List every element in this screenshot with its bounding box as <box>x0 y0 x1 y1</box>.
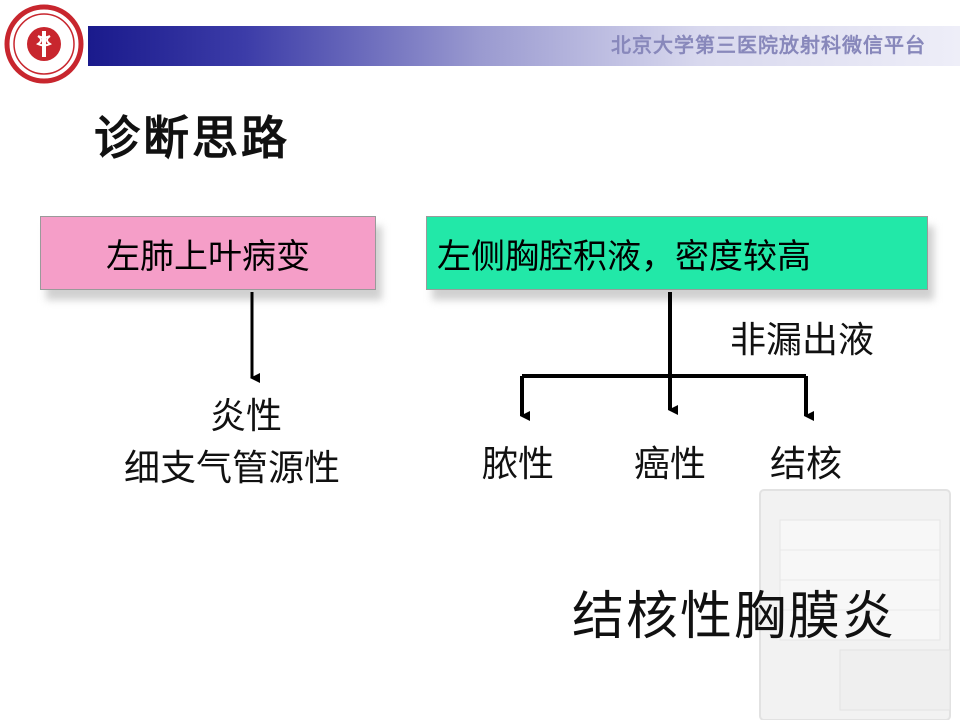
cancerous-label: 癌性 <box>634 444 707 485</box>
hospital-logo-icon <box>4 4 84 84</box>
page-title: 诊断思路 <box>94 111 290 165</box>
inflammatory-label: 炎性 <box>210 396 283 437</box>
purulent-label: 脓性 <box>482 444 555 485</box>
header-title: 北京大学第三医院放射科微信平台 <box>611 33 926 57</box>
tuberculosis-label: 结核 <box>770 444 843 485</box>
bronchogenic-label: 细支气管源性 <box>124 448 341 489</box>
left-lung-box: 左肺上叶病变 <box>40 216 376 290</box>
non-exudate-label: 非漏出液 <box>730 320 875 361</box>
background-watermark <box>759 489 951 720</box>
header-band <box>88 26 960 66</box>
pleural-effusion-box: 左侧胸腔积液，密度较高 <box>426 216 928 290</box>
conclusion-label: 结核性胸膜炎 <box>572 587 897 647</box>
